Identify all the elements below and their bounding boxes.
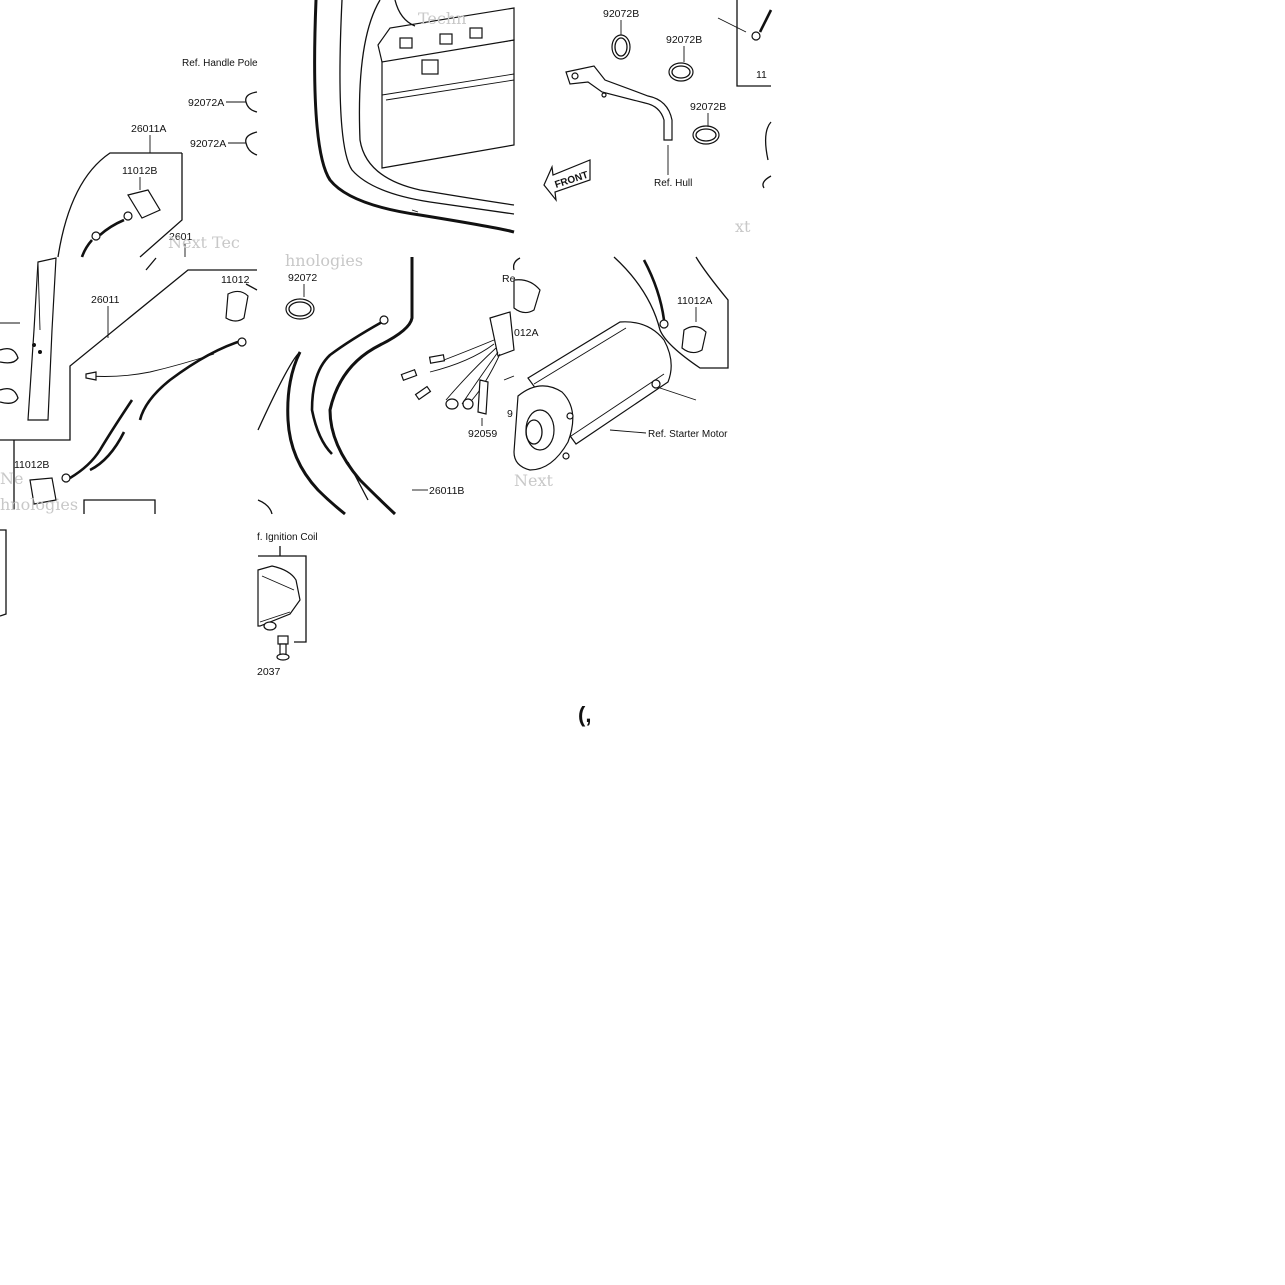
part-92072A-label: 92072A <box>188 97 224 109</box>
front-arrow-icon: FRONT <box>543 159 591 203</box>
part-92072B-label: 92072B <box>603 8 639 20</box>
starter-motor-icon <box>513 321 697 471</box>
handle-pole-icon <box>0 257 57 421</box>
terminal-boot-icon <box>225 290 249 322</box>
bottom-glyph: (, <box>578 702 591 727</box>
part-92072B-label-3: 92072B <box>690 101 726 113</box>
ref-hull-label: Ref. Hull <box>654 178 692 189</box>
clamp-icon <box>245 131 258 156</box>
tube-icon <box>477 379 489 415</box>
clamp-icon <box>245 91 258 113</box>
terminal-boot-icon <box>681 325 707 354</box>
terminal-boot-icon <box>29 477 57 505</box>
part-11012B-label-bottom: 11012B <box>14 459 49 471</box>
part-92072A-label-2: 92072A <box>190 138 226 150</box>
watermark-text: Next <box>514 471 553 490</box>
tile-top-middle: Techn <box>313 0 515 234</box>
bracket-icon <box>565 65 673 141</box>
part-2037-partial-label: 2037 <box>257 666 281 678</box>
watermark-text: xt <box>735 217 751 236</box>
part-9-partial-label: 9 <box>507 408 513 420</box>
part-92072B-label-2: 92072B <box>666 34 702 46</box>
part-11012B-label: 11012B <box>122 165 157 177</box>
part-26011-label: 26011 <box>91 294 120 306</box>
ref-partial-label: Re <box>502 273 516 285</box>
part-26011B-label: 26011B <box>429 485 464 497</box>
watermark-text: Ne <box>0 469 23 488</box>
terminal-boot-icon <box>127 189 161 219</box>
watermark-text: hnologies <box>285 251 363 270</box>
ref-handle-pole-label: Ref. Handle Pole <box>182 58 258 69</box>
tile-bottom-right: (, <box>578 702 591 727</box>
part-012A-partial-label: 012A <box>514 327 539 339</box>
tile-top-left: Ref. Handle Pole 92072A 92072A 26011A 11… <box>57 58 258 258</box>
tile-bottom-left <box>0 529 7 617</box>
tile-center: hnologies 92072 26011B 920 <box>257 251 521 516</box>
ref-ignition-coil-label: f. Ignition Coil <box>257 532 318 543</box>
part-26011-partial-label: 2601 <box>169 231 193 243</box>
part-11012A-label: 11012A <box>677 295 712 307</box>
tile-middle-left: 26011 11012 11012B Next Tec Ne hnologies <box>0 233 258 514</box>
watermark-text: Techn <box>418 9 466 28</box>
bolt-icon <box>276 635 290 661</box>
tile-middle-right: 012A 11012A Ref. Starter Motor Next <box>513 256 729 490</box>
wire-connector-icon <box>400 311 515 410</box>
battery-icon <box>377 0 515 169</box>
tile-top-right: 92072B 92072B 92072B Ref. Hull FRONT 11 … <box>543 0 773 236</box>
tile-bottom-middle: f. Ignition Coil 2037 <box>257 532 318 678</box>
watermark-text: Next Tec <box>168 233 240 252</box>
part-92072-label: 92072 <box>288 272 317 284</box>
part-26011A-label: 26011A <box>131 123 166 135</box>
part-11-partial-label: 11 <box>756 69 767 81</box>
ignition-coil-icon <box>257 565 301 631</box>
ref-starter-motor-label: Ref. Starter Motor <box>648 429 728 440</box>
part-92059-label: 92059 <box>468 428 497 440</box>
watermark-text: hnologies <box>0 495 78 514</box>
part-11012-label: 11012 <box>221 274 250 286</box>
